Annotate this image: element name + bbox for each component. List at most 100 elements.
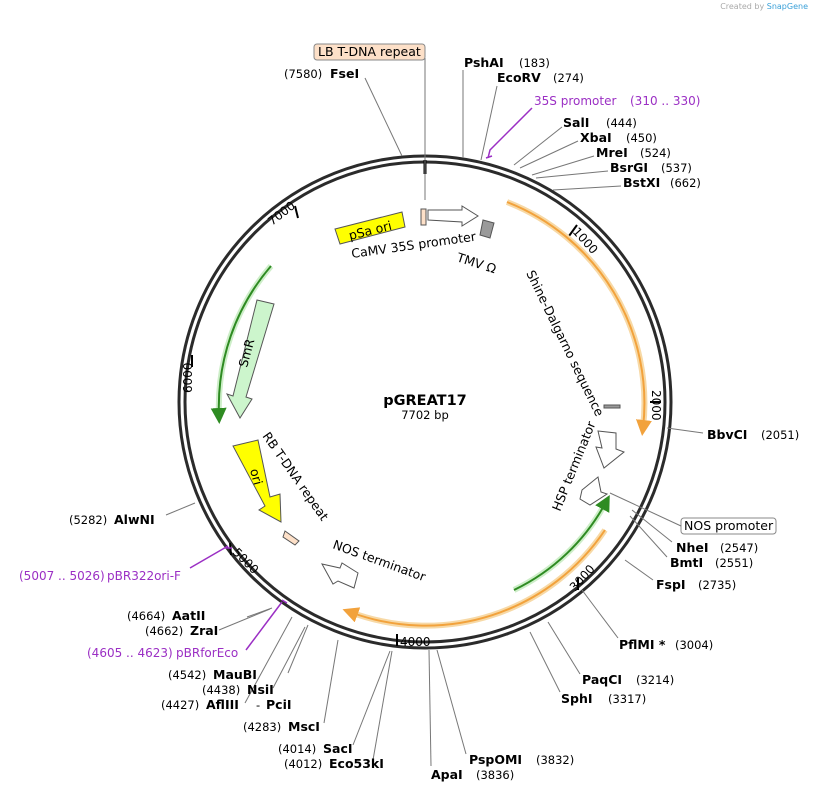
svg-text:AatII: AatII [172, 608, 205, 623]
site-connectors [165, 70, 704, 767]
site-label-pspomi[interactable]: PspOMI(3832) [469, 752, 574, 767]
nos-terminator-arrow[interactable] [321, 562, 359, 589]
svg-text:pBR322ori-F: pBR322ori-F [107, 569, 181, 583]
lb-tdna-repeat-box-label: LB T-DNA repeat [318, 44, 421, 59]
svg-text:(3836): (3836) [476, 768, 514, 782]
orf-arc-green-left-line [210, 265, 272, 424]
site-label-nhei[interactable]: NheI(2547) [676, 540, 758, 555]
svg-text:(7580): (7580) [284, 67, 322, 81]
primer-label-pbrforeco[interactable]: (4605 .. 4623)pBRforEco [87, 646, 238, 660]
tick-label-2000: 2000 [649, 390, 663, 421]
site-label-bbvci[interactable]: BbvCI(2051) [707, 427, 799, 442]
svg-text:(4605 .. 4623): (4605 .. 4623) [87, 646, 173, 660]
credit-text: Created by SnapGene [720, 2, 808, 11]
orf-arc-orange-top-line [506, 201, 652, 436]
svg-text:MreI: MreI [596, 145, 628, 160]
site-label-ecorv[interactable]: EcoRV(274) [497, 70, 584, 85]
svg-text:PflMI *: PflMI * [619, 637, 666, 652]
svg-text:PciI: PciI [266, 697, 292, 712]
svg-text:SphI: SphI [561, 691, 593, 706]
lb-tdna-repeat-feature[interactable] [420, 208, 427, 226]
snapgene-brand: SnapGene [766, 2, 808, 11]
site-label-maubi[interactable]: (4542) MauBI [168, 667, 257, 682]
svg-text:-: - [256, 698, 260, 712]
ori-feature[interactable] [232, 439, 282, 523]
primer-label-pbr322ori-f[interactable]: (5007 .. 5026)pBR322ori-F [19, 569, 181, 583]
svg-text:(450): (450) [626, 131, 657, 145]
svg-text:SalI: SalI [563, 115, 589, 130]
site-label-aatii[interactable]: (4664) AatII [127, 608, 205, 623]
svg-text:PspOMI: PspOMI [469, 752, 522, 767]
site-label-fsei[interactable]: (7580)FseI [284, 66, 359, 81]
hsp-terminator-arrow-2[interactable] [579, 476, 609, 506]
hsp-terminator-arrow-1[interactable] [595, 430, 625, 469]
svg-text:(444): (444) [606, 116, 637, 130]
svg-text:AlwNI: AlwNI [114, 512, 155, 527]
site-label-bsrgi[interactable]: BsrGI(537) [610, 160, 692, 175]
site-label-alwni[interactable]: (5282)AlwNI [69, 512, 155, 527]
site-label-bstxi[interactable]: BstXI (662) [623, 175, 701, 190]
svg-text:BstXI: BstXI [623, 175, 660, 190]
svg-text:35S promoter: 35S promoter [534, 94, 616, 108]
primer-label-35s-promoter[interactable]: 35S promoter (310 .. 330) [534, 94, 700, 108]
svg-text:(4664): (4664) [127, 609, 165, 623]
site-label-mrei[interactable]: MreI (524) [596, 145, 671, 160]
site-label-sali[interactable]: SalI (444) [563, 115, 637, 130]
svg-text:(3004): (3004) [675, 638, 713, 652]
svg-text:(3317): (3317) [608, 692, 646, 706]
nos-promoter-connector [609, 492, 682, 527]
feature-label-smr: SmR [235, 337, 257, 369]
svg-text:(4662): (4662) [145, 624, 183, 638]
site-label-sphi[interactable]: SphI (3317) [561, 691, 646, 706]
svg-text:BbvCI: BbvCI [707, 427, 747, 442]
svg-text:AflIII: AflIII [206, 697, 239, 712]
tick-label-6000: 6000 [181, 362, 195, 393]
site-label-pshai[interactable]: PshAI(183) [464, 55, 550, 70]
nos-promoter-box-label: NOS promoter [684, 518, 774, 533]
svg-text:MscI: MscI [288, 719, 320, 734]
svg-text:NsiI: NsiI [247, 682, 274, 697]
site-label-zrai[interactable]: (4662)ZraI [145, 623, 218, 638]
site-label-paqci[interactable]: PaqCI(3214) [582, 672, 674, 687]
site-label-eco53ki[interactable]: (4012) Eco53kI [284, 756, 384, 771]
plasmid-length: 7702 bp [401, 408, 449, 422]
svg-text:(662): (662) [670, 176, 701, 190]
svg-text:(3214): (3214) [636, 673, 674, 687]
site-label-saci[interactable]: (4014)SacI [278, 741, 353, 756]
svg-text:(2551): (2551) [715, 556, 753, 570]
site-label-afliii[interactable]: (4427) AflIII -PciI [161, 697, 292, 712]
site-label-pflmi[interactable]: PflMI * (3004) [619, 637, 713, 652]
site-label-xbai[interactable]: XbaI (450) [580, 130, 657, 145]
camv-35s-promoter-arrow[interactable] [427, 205, 479, 227]
shine-dalgarno-feature[interactable] [603, 404, 621, 409]
site-label-fspi[interactable]: FspI(2735) [656, 577, 736, 592]
lb-tdna-repeat-box[interactable] [313, 43, 426, 61]
orf-arc-green-right-line [513, 494, 610, 591]
tick-marks [191, 205, 661, 646]
feature-label-shine-dalgarno: Shine-Dalgarno sequence [523, 268, 607, 419]
site-label-msci[interactable]: (4283)MscI [243, 719, 320, 734]
svg-text:BmtI: BmtI [670, 555, 703, 570]
feature-label-ori: ori [247, 467, 266, 487]
tmv-omega-feature[interactable] [479, 219, 495, 239]
primer-markers [189, 107, 533, 651]
svg-text:(310 .. 330): (310 .. 330) [630, 94, 700, 108]
orf-arc-orange-bottom-line [342, 529, 606, 627]
svg-text:(524): (524) [640, 146, 671, 160]
svg-text:Eco53kI: Eco53kI [329, 756, 384, 771]
svg-text:(4427): (4427) [161, 698, 199, 712]
svg-text:(2735): (2735) [698, 578, 736, 592]
svg-text:(4542): (4542) [168, 668, 206, 682]
tick-label-4000: 4000 [400, 635, 431, 649]
psa-ori-feature[interactable] [334, 211, 406, 245]
site-label-nsii[interactable]: (4438)NsiI [202, 682, 274, 697]
smr-feature[interactable] [225, 299, 275, 419]
site-label-bmti[interactable]: BmtI (2551) [670, 555, 753, 570]
svg-text:EcoRV: EcoRV [497, 70, 541, 85]
svg-text:XbaI: XbaI [580, 130, 612, 145]
rb-tdna-repeat-feature[interactable] [282, 530, 300, 546]
site-label-apai[interactable]: ApaI(3836) [431, 767, 514, 782]
plasmid-name: pGREAT17 [383, 393, 467, 409]
svg-text:(4012): (4012) [284, 757, 322, 771]
svg-text:MauBI: MauBI [213, 667, 257, 682]
